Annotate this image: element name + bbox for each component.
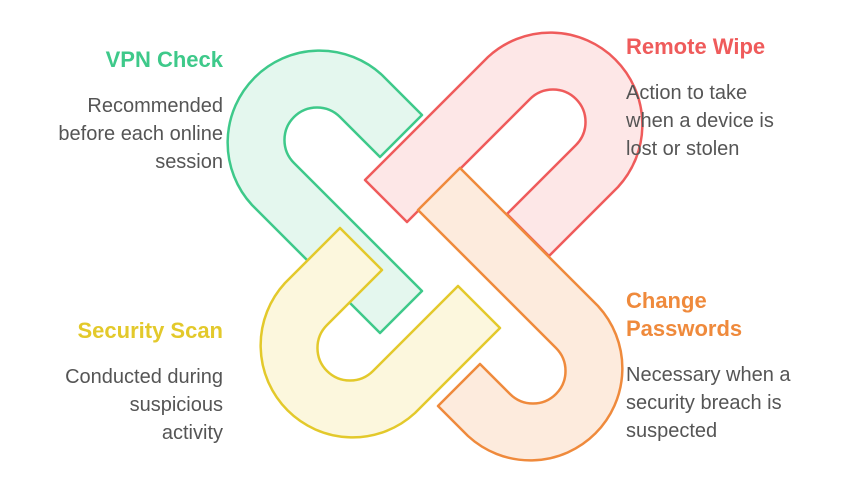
change-passwords-link-shape [416,166,624,462]
security-scan-title: Security Scan [77,318,223,343]
remote-wipe-block: Remote Wipe Action to take when a device… [626,33,841,163]
vpn-check-title: VPN Check [105,47,223,72]
remote-wipe-title: Remote Wipe [626,34,766,59]
change-passwords-block: Change Passwords Necessary when a securi… [626,287,841,445]
change-passwords-description: Necessary when a security breach is susp… [626,364,791,442]
remote-wipe-link-shape [363,31,644,258]
security-scan-block: Security Scan Conducted during suspiciou… [8,317,223,447]
security-scan-description: Conducted during suspicious activity [65,366,223,444]
remote-wipe-description: Action to take when a device is lost or … [626,82,774,160]
vpn-check-description: Recommended before each online session [58,95,223,173]
vpn-check-block: VPN Check Recommended before each online… [8,46,223,176]
security-scan-link-shape [259,226,502,439]
change-passwords-title: Change Passwords [626,288,743,341]
